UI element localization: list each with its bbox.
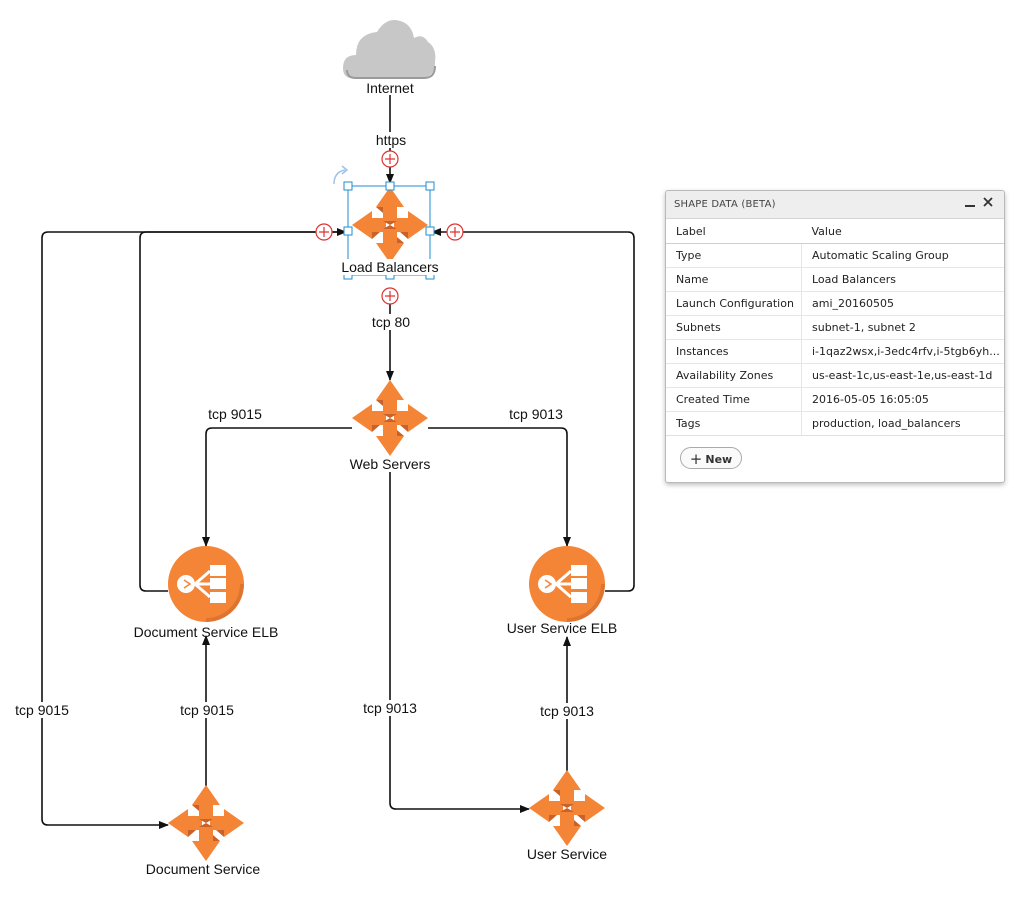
user-service-node[interactable] [529,770,605,846]
row-value[interactable]: production, load_balancers [801,411,1004,435]
user-service-elb-label: User Service ELB [506,620,618,636]
edge-user-elb-lb[interactable] [431,228,635,592]
edge-label-web-user-service: tcp 9013 [362,700,418,716]
edge-label-user-service-elb: tcp 9013 [539,703,595,719]
row-label[interactable]: Launch Configuration [666,291,802,316]
column-header-label: Label [666,219,802,244]
internet-label: Internet [366,80,414,96]
minimize-icon[interactable] [962,195,978,213]
edge-label-web-user-elb: tcp 9013 [508,406,564,422]
row-value[interactable]: 2016-05-05 16:05:05 [801,387,1004,412]
connector-top-icon[interactable] [381,150,399,168]
close-icon[interactable] [980,195,996,213]
document-service-node[interactable] [168,785,244,861]
column-header-value: Value [801,219,1004,244]
row-value[interactable]: subnet-1, subnet 2 [801,315,1004,340]
row-label[interactable]: Instances [666,339,802,364]
edge-label-lb-doc-service: tcp 9015 [14,702,70,718]
new-row-button[interactable]: +New [680,447,742,469]
row-label[interactable]: Availability Zones [666,363,802,388]
row-value[interactable]: Load Balancers [801,267,1004,292]
user-service-label: User Service [526,846,608,862]
row-label[interactable]: Type [666,243,802,268]
connector-right-icon[interactable] [446,223,464,241]
connector-bottom-icon[interactable] [381,287,399,305]
shape-data-panel[interactable]: SHAPE DATA (BETA) Label Value Type Automa… [665,190,1005,483]
selection-box[interactable] [343,181,435,280]
edge-web-user-service[interactable] [389,466,530,813]
web-servers-node[interactable] [352,380,428,456]
edge-lb-doc-service[interactable] [41,231,346,829]
new-button-label: New [705,453,733,466]
plus-icon: + [689,450,703,468]
load-balancers-label: Load Balancers [340,259,440,275]
row-label[interactable]: Name [666,267,802,292]
row-label[interactable]: Tags [666,411,802,435]
row-label[interactable]: Subnets [666,315,802,340]
row-label[interactable]: Created Time [666,387,802,412]
row-value[interactable]: us-east-1c,us-east-1e,us-east-1d [801,363,1004,388]
panel-header[interactable]: SHAPE DATA (BETA) [666,191,1004,219]
panel-footer: +New [666,435,1004,480]
row-value[interactable]: i-1qaz2wsx,i-3edc4rfv,i-5tgb6yh... [801,339,1004,364]
document-service-elb-node[interactable] [166,544,246,624]
panel-title: SHAPE DATA (BETA) [674,199,776,210]
document-service-label: Document Service [145,861,261,877]
row-value[interactable]: ami_20160505 [801,291,1004,316]
connector-left-icon[interactable] [315,223,333,241]
edge-web-doc-elb[interactable] [202,427,352,547]
cloud-icon[interactable] [343,19,436,79]
connector-handles[interactable] [315,150,464,305]
document-service-elb-label: Document Service ELB [133,624,279,640]
edge-label-tcp80: tcp 80 [370,314,412,330]
edge-label-doc-service-elb: tcp 9015 [179,702,235,718]
edge-label-web-doc-elb: tcp 9015 [207,406,263,422]
load-balancers-node[interactable] [352,187,428,263]
user-service-elb-node[interactable] [527,544,607,624]
table-row[interactable]: Type Automatic Scaling Group [666,243,1004,268]
web-servers-label: Web Servers [348,456,432,472]
edge-web-user-elb[interactable] [428,427,571,547]
row-value[interactable]: Automatic Scaling Group [812,249,949,262]
rotate-handle-icon[interactable] [333,165,349,185]
edge-label-https: https [374,132,408,148]
